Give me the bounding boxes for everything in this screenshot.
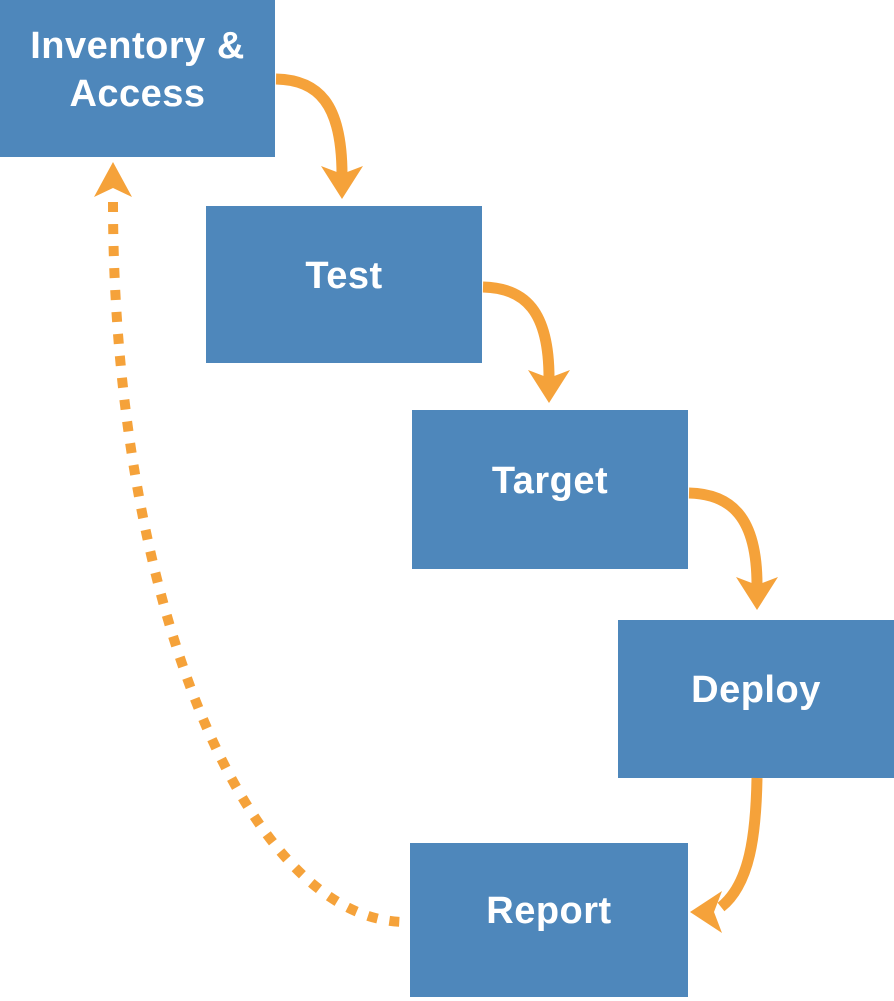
- flow-box-inventory-access: Inventory & Access: [0, 0, 275, 157]
- arrowhead-down-icon: [528, 370, 570, 403]
- arrowhead-up-icon: [94, 162, 132, 197]
- arrow-inventory-to-test-shaft: [275, 73, 348, 176]
- flow-box-inventory-access-label: Inventory & Access: [30, 25, 245, 115]
- flow-box-target-label: Target: [491, 459, 609, 502]
- arrow-target-to-deploy: [688, 487, 778, 610]
- arrow-test-to-target: [482, 281, 570, 403]
- flow-box-test: Test: [206, 206, 482, 363]
- arrow-deploy-to-report-shaft: [717, 777, 763, 912]
- arrowhead-down-icon: [736, 577, 778, 610]
- arrowhead-left-icon: [690, 891, 722, 933]
- arrow-test-to-target-shaft: [482, 281, 555, 379]
- arrowhead-down-icon: [321, 166, 363, 199]
- flow-box-target: Target: [412, 410, 688, 569]
- flow-box-deploy: Deploy: [618, 620, 894, 778]
- flow-box-deploy-label: Deploy: [691, 669, 821, 712]
- flow-box-test-label: Test: [305, 254, 383, 297]
- arrow-inventory-to-test: [275, 73, 363, 199]
- arrow-target-to-deploy-shaft: [688, 487, 763, 586]
- flow-box-report: Report: [410, 843, 688, 997]
- arrow-deploy-to-report: [690, 777, 763, 933]
- flow-box-report-label: Report: [486, 890, 612, 933]
